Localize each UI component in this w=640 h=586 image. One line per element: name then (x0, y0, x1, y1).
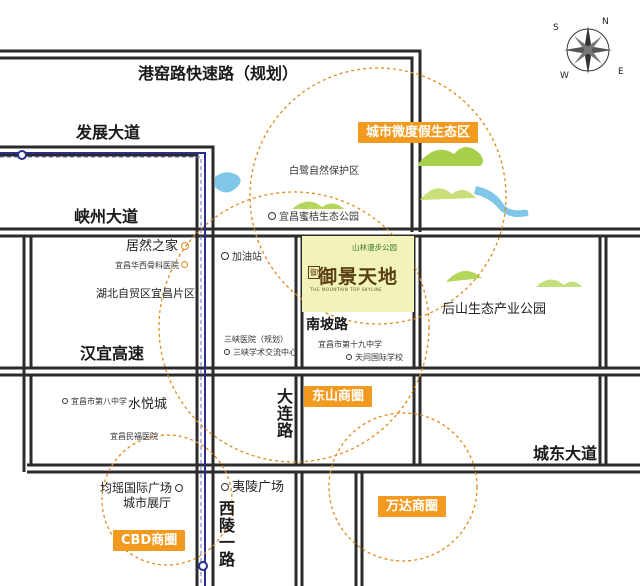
hill-3 (446, 270, 482, 282)
metro-station-top (17, 150, 27, 160)
road-label-xiazhou: 峡州大道 (74, 207, 139, 226)
poi-marker-icon (268, 212, 276, 220)
poi-shuiyuecheng: 水悦城 (128, 397, 168, 412)
road-label-gangyao: 港窑路快速路（规划） (138, 64, 299, 83)
river-1 (474, 186, 529, 217)
poi-sanxia-yiyuan: 三峡医院（规划） (224, 335, 288, 344)
zone-circles (101, 67, 507, 566)
zone-badge-cbd: CBD商圈 (113, 530, 186, 551)
metro-station-bottom (198, 561, 208, 571)
poi-yiling-label: 夷陵广场 (232, 480, 285, 495)
project-title: 御景天地 (318, 266, 399, 288)
road-gangyao-inner (0, 56, 414, 232)
poi-jvranzhijia: 居然之家 (126, 240, 192, 253)
zone-circle-wanda (328, 412, 478, 562)
poi-junyao: 均瑶国际广场 (100, 482, 186, 494)
zone-badge-eco: 城市微度假生态区 (358, 122, 479, 143)
poi-tianwen-label: 天问国际学校 (355, 353, 403, 362)
poi-houshan: 后山生态产业公园 (442, 302, 547, 317)
compass-s: S (553, 23, 559, 33)
poi-sanxia-jiaoliu-label: 三峡学术交流中心 (233, 348, 297, 357)
compass-w: W (560, 71, 569, 81)
road-gangyao (0, 49, 422, 232)
poi-junyao-label: 均瑶国际广场 (100, 481, 173, 495)
road-label-fazhan: 发展大道 (76, 123, 141, 142)
road-label-chengdong: 城东大道 (533, 444, 598, 463)
lake-1 (215, 172, 241, 193)
poi-jvranzhijia-label: 居然之家 (126, 239, 179, 254)
compass-n: N (602, 17, 609, 27)
poi-marker-icon (181, 261, 188, 268)
poi-tianwen: 天问国际学校 (346, 353, 403, 362)
compass-rose-icon (564, 26, 612, 74)
poi-jiayouzhan: 加油站 (221, 252, 262, 263)
zone-circle-eco (249, 67, 507, 325)
project-park-label: 山林漫步公园 (352, 243, 397, 252)
road-label-xiling: 西陵一路 (216, 500, 235, 568)
poi-huaxi: 宜昌华西骨科医院 (115, 261, 191, 270)
school-icon (62, 397, 68, 404)
road-fazhan (0, 145, 215, 586)
poi-yiling: 夷陵广场 (221, 481, 284, 494)
poi-fuying: 宜昌民福医院 (110, 432, 158, 441)
poi-mijv-label: 宜昌蜜桔生态公园 (279, 212, 359, 223)
poi-marker-icon (181, 241, 190, 250)
hill-4 (536, 279, 582, 287)
hill-5 (292, 201, 344, 209)
zone-badge-dongshan: 东山商圈 (304, 386, 373, 407)
poi-chengshi-zhanting: 城市展厅 (123, 496, 172, 510)
zone-badge-wanda: 万达商圈 (378, 496, 447, 517)
road-label-nanpo: 南坡路 (306, 317, 348, 333)
poi-shijiuzhong: 宜昌市第十九中学 (318, 340, 382, 349)
poi-marker-icon (221, 482, 229, 491)
hill-2 (420, 188, 476, 200)
poi-marker-icon (175, 483, 184, 492)
poi-jiayouzhan-label: 加油站 (232, 252, 262, 263)
project-logo-icon: 御 (308, 266, 320, 279)
road-label-dalian: 大连路 (274, 388, 293, 439)
zone-circle-cbd (101, 434, 233, 566)
poi-sanxia-jiaoliu: 三峡学术交流中心 (224, 348, 297, 357)
poi-mijv: 宜昌蜜桔生态公园 (268, 212, 359, 223)
poi-huaxi-label: 宜昌华西骨科医院 (115, 261, 179, 270)
zone-circle-dongshan (158, 191, 430, 463)
poi-bailu: 白鹭自然保护区 (289, 166, 359, 177)
project-block[interactable]: 山林漫步公园 御 御景天地 THE MOUNTAIN TOP SKYLINE (302, 236, 414, 312)
project-english: THE MOUNTAIN TOP SKYLINE (310, 288, 383, 293)
poi-bazhong-label: 宜昌市第八中学 (71, 397, 127, 406)
school-icon (346, 353, 352, 360)
gas-station-icon (221, 252, 229, 260)
landscape-layer (215, 147, 582, 287)
compass-e: E (618, 67, 624, 77)
poi-marker-icon (224, 348, 230, 355)
hill-1 (418, 147, 483, 166)
poi-bazhong: 宜昌市第八中学 (62, 397, 127, 406)
road-label-hanyi: 汉宜高速 (80, 344, 145, 363)
metro-line (0, 152, 206, 586)
poi-zimaoqu: 湖北自贸区宜昌片区 (96, 287, 195, 300)
